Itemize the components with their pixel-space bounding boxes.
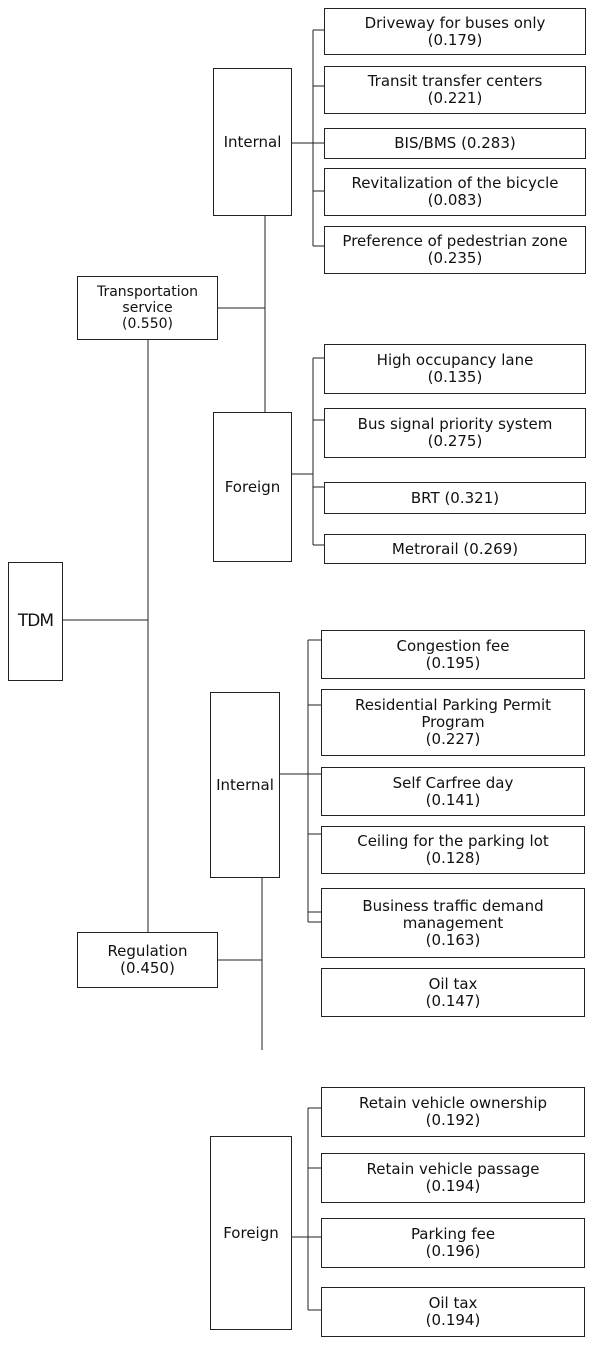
leaf-oil-tax-internal: Oil tax (0.147): [321, 968, 585, 1017]
ts-internal-label: Internal: [223, 132, 282, 151]
leaf-self-carfree-day: Self Carfree day (0.141): [321, 767, 585, 816]
ts-internal-node: Internal: [213, 68, 292, 216]
leaf-oil-tax-foreign: Oil tax (0.194): [321, 1287, 585, 1337]
leaf-residential-parking-permit: Residential Parking Permit Program (0.22…: [321, 689, 585, 756]
leaf-congestion-fee: Congestion fee (0.195): [321, 630, 585, 679]
transportation-line2: service: [122, 300, 173, 316]
regulation-weight: (0.450): [120, 959, 175, 977]
leaf-bus-signal-priority: Bus signal priority system (0.275): [324, 408, 586, 458]
leaf-retain-vehicle-ownership: Retain vehicle ownership (0.192): [321, 1087, 585, 1137]
transportation-weight: (0.550): [121, 316, 173, 332]
leaf-metrorail: Metrorail (0.269): [324, 534, 586, 564]
leaf-pedestrian-zone: Preference of pedestrian zone (0.235): [324, 226, 586, 274]
transportation-service-node: Transportation service (0.550): [77, 276, 218, 340]
reg-foreign-label: Foreign: [223, 1223, 279, 1242]
leaf-bis-bms: BIS/BMS (0.283): [324, 128, 586, 159]
leaf-parking-fee: Parking fee (0.196): [321, 1218, 585, 1268]
leaf-retain-vehicle-passage: Retain vehicle passage (0.194): [321, 1153, 585, 1203]
reg-foreign-node: Foreign: [210, 1136, 292, 1330]
leaf-brt: BRT (0.321): [324, 482, 586, 514]
leaf-business-traffic-demand: Business traffic demand management (0.16…: [321, 888, 585, 958]
tdm-label: TDM: [17, 611, 54, 631]
ts-foreign-label: Foreign: [224, 477, 281, 496]
reg-internal-node: Internal: [210, 692, 280, 878]
leaf-driveway-buses: Driveway for buses only (0.179): [324, 8, 586, 55]
leaf-revitalization-bicycle: Revitalization of the bicycle (0.083): [324, 168, 586, 216]
regulation-label: Regulation: [107, 942, 188, 960]
regulation-node: Regulation (0.450): [77, 932, 218, 988]
ts-foreign-node: Foreign: [213, 412, 292, 562]
reg-internal-label: Internal: [216, 775, 274, 794]
tdm-node: TDM: [8, 562, 63, 681]
transportation-line1: Transportation: [96, 284, 199, 300]
leaf-transit-transfer-centers: Transit transfer centers (0.221): [324, 66, 586, 114]
leaf-high-occupancy-lane: High occupancy lane (0.135): [324, 344, 586, 394]
leaf-ceiling-parking-lot: Ceiling for the parking lot (0.128): [321, 826, 585, 874]
